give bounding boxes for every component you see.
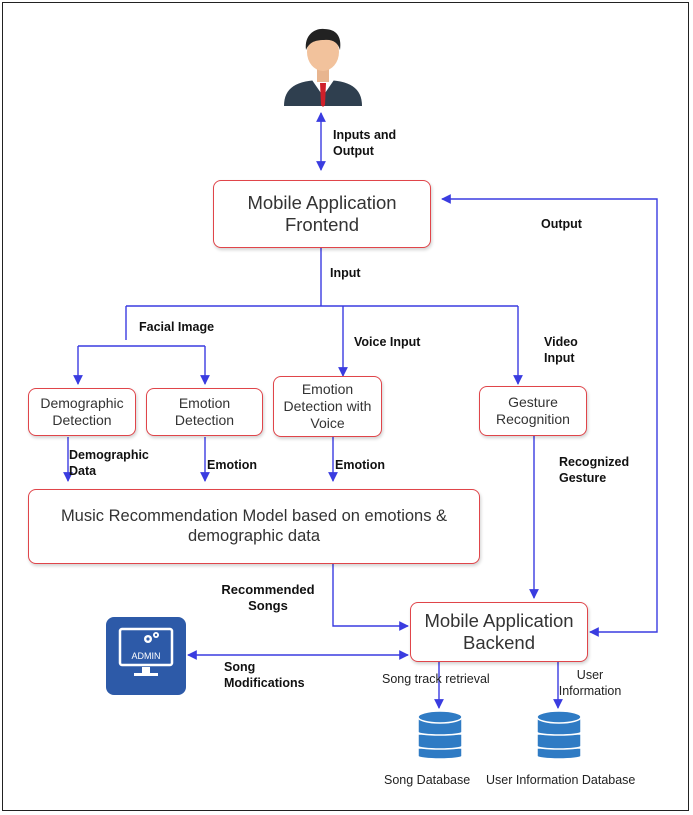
frontend-node: Mobile Application Frontend	[213, 180, 431, 248]
frontend-node-label: Mobile Application Frontend	[247, 191, 397, 235]
backend-node: Mobile Application Backend	[410, 602, 588, 662]
label-recommended-songs: Recommended Songs	[221, 582, 315, 614]
admin-icon-text: ADMIN	[132, 651, 161, 661]
user-avatar-icon	[284, 28, 362, 107]
backend-node-label: Mobile Application Backend	[424, 609, 574, 653]
emotion-detection-node: Emotion Detection	[146, 388, 263, 436]
label-emotion-2: Emotion	[335, 458, 385, 472]
user-database-icon	[536, 710, 582, 760]
label-emotion-1: Emotion	[207, 458, 257, 472]
gesture-recognition-label: Gesture Recognition	[496, 394, 570, 427]
emotion-voice-node: Emotion Detection with Voice	[273, 376, 382, 437]
label-inputs-output: Inputs and Output	[333, 128, 397, 158]
gesture-recognition-node: Gesture Recognition	[479, 386, 587, 436]
user-database-caption: User Information Database	[486, 773, 636, 787]
song-database-icon	[417, 710, 463, 760]
emotion-voice-label: Emotion Detection with Voice	[283, 381, 372, 431]
label-song-track-retrieval: Song track retrieval	[382, 672, 490, 686]
label-facial-image: Facial Image	[139, 320, 215, 334]
label-voice-input: Voice Input	[354, 335, 421, 349]
demographic-detection-label: Demographic Detection	[40, 395, 124, 428]
demographic-detection-node: Demographic Detection	[28, 388, 136, 436]
label-output: Output	[541, 217, 582, 231]
edge-output-loop	[441, 194, 658, 637]
label-user-information: User Information	[558, 668, 622, 698]
emotion-detection-label: Emotion Detection	[174, 395, 235, 428]
label-input: Input	[330, 266, 361, 280]
recommendation-model-label: Music Recommendation Model based on emot…	[60, 506, 448, 545]
label-demographic-data: Demographic Data	[69, 448, 149, 478]
song-database-caption: Song Database	[384, 773, 471, 787]
edge-model-backend	[332, 564, 409, 631]
label-recognized-gesture: Recognized Gesture	[559, 455, 630, 485]
admin-monitor-icon: ADMIN	[106, 617, 186, 695]
recommendation-model-node: Music Recommendation Model based on emot…	[28, 489, 480, 564]
label-song-modifications: Song Modifications	[224, 660, 305, 690]
label-video-input: Video Input	[544, 335, 578, 365]
